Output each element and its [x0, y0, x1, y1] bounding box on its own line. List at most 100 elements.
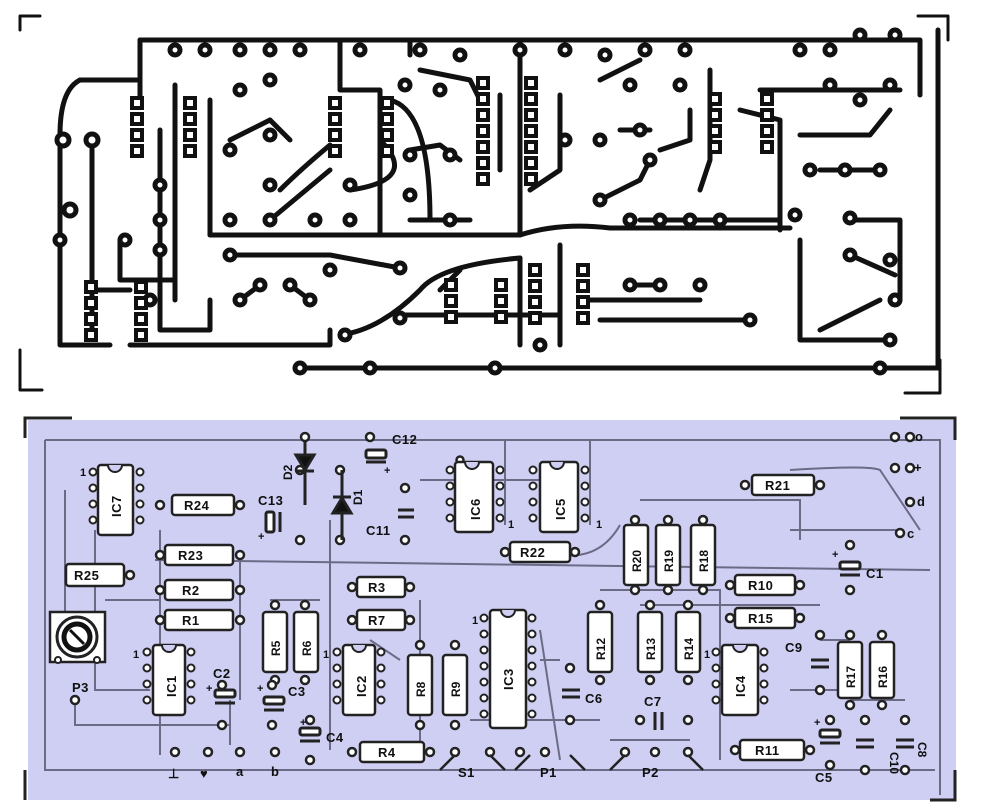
resistor-r13: [636, 610, 664, 674]
resistor-r18: [689, 523, 717, 587]
label-c9: C9: [785, 640, 803, 655]
pin1-ic4: 1: [704, 649, 710, 661]
label-r22: R22: [520, 545, 545, 560]
connector-a-label: a: [236, 764, 244, 779]
plus-c12: +: [384, 465, 390, 477]
label-r23: R23: [178, 548, 203, 563]
pin1-ic2: 1: [323, 649, 329, 661]
label-r18: R18: [697, 550, 711, 572]
label-r10: R10: [748, 578, 773, 593]
resistor-r20: [622, 523, 650, 587]
label-r12: R12: [594, 638, 608, 660]
label-c3: C3: [288, 684, 306, 699]
ic6-body: [453, 460, 495, 534]
label-ic3: IC3: [501, 668, 516, 690]
capacitor-c1: [838, 560, 862, 571]
resistor-r23: [163, 543, 235, 567]
resistor-r14: [674, 610, 702, 674]
label-ic4: IC4: [733, 675, 748, 697]
label-d1: D1: [351, 489, 365, 505]
resistor-r8: [406, 653, 434, 717]
plus-c5: +: [814, 717, 820, 729]
diode-d1: [330, 495, 354, 515]
connector-p1-label: P1: [540, 765, 557, 780]
capacitor-symbols: [213, 448, 914, 749]
resistor-bodies: [64, 473, 896, 764]
resistor-r25: [64, 562, 126, 588]
plus-c13: +: [258, 531, 264, 543]
label-c4: C4: [326, 730, 344, 745]
resistor-r7: [355, 608, 407, 632]
resistor-r10: [733, 573, 797, 597]
resistor-r17: [836, 640, 864, 700]
plus-c3: +: [257, 683, 263, 695]
plus-c4: +: [300, 717, 306, 729]
pin1-ic3: 1: [472, 615, 478, 627]
resistor-r12: [586, 610, 614, 674]
label-r13: R13: [644, 638, 658, 660]
connector-heart-label: ♥: [200, 766, 208, 781]
label-r21: R21: [765, 478, 790, 493]
label-r3: R3: [368, 580, 386, 595]
label-p3: P3: [72, 680, 89, 695]
label-ic7: IC7: [109, 495, 124, 517]
pin1-ic6: 1: [508, 519, 514, 531]
label-c12: C12: [392, 432, 417, 447]
label-r1: R1: [182, 613, 200, 628]
label-r16: R16: [876, 666, 890, 688]
label-r19: R19: [662, 550, 676, 572]
label-c11: C11: [366, 523, 391, 538]
label-r11: R11: [755, 743, 780, 758]
label-r24: R24: [184, 498, 210, 513]
label-r8: R8: [414, 681, 428, 697]
resistor-r9: [441, 653, 469, 717]
label-r4: R4: [378, 745, 396, 760]
diode-symbols: [293, 440, 354, 540]
connector-c-label: c: [907, 526, 915, 541]
ic-pin-pads: [88, 465, 769, 719]
label-ic6: IC6: [468, 498, 483, 520]
resistor-r11: [738, 738, 806, 762]
connector-p2-label: P2: [642, 765, 659, 780]
diode-d2: [293, 453, 317, 473]
label-r14: R14: [682, 638, 696, 660]
copper-ic-pads: [84, 76, 774, 342]
connector-b-label: b: [271, 764, 279, 779]
label-c10: C10: [887, 752, 901, 774]
label-ic1: IC1: [164, 675, 179, 697]
component-labels: C12 D2 D1 C13 C11 IC7 IC6 IC5 IC1 IC2 IC…: [72, 429, 929, 785]
label-r7: R7: [368, 613, 386, 628]
ic5-body: [538, 460, 580, 534]
resistor-r5: [261, 610, 289, 674]
resistor-r15: [733, 606, 797, 630]
label-r9: R9: [449, 681, 463, 697]
pin1-ic1: 1: [133, 649, 139, 661]
capacitor-c3: [262, 695, 286, 706]
plus-c1: +: [832, 549, 838, 561]
label-ic2: IC2: [354, 675, 369, 697]
resistor-r22: [508, 540, 572, 564]
connector-o-label: o: [915, 429, 923, 444]
resistor-r2: [163, 578, 235, 602]
label-r5: R5: [269, 640, 283, 656]
label-c1: C1: [866, 566, 884, 581]
label-c6: C6: [585, 691, 603, 706]
pin1-ic5: 1: [596, 519, 602, 531]
label-c5: C5: [815, 770, 833, 785]
capacitor-c4: [298, 726, 322, 737]
resistor-r6: [292, 610, 320, 674]
resistor-r3: [355, 575, 407, 599]
label-r20: R20: [630, 550, 644, 572]
copper-track-layout: [18, 14, 950, 395]
ic-bodies: [96, 460, 760, 730]
component-placement-layout: C12 D2 D1 C13 C11 IC7 IC6 IC5 IC1 IC2 IC…: [23, 416, 957, 802]
plus-c2: +: [206, 683, 212, 695]
label-ic5: IC5: [553, 498, 568, 520]
resistor-r4: [358, 740, 426, 764]
copper-pads: [52, 27, 903, 376]
resistor-r19: [654, 523, 682, 587]
connector-s1-label: S1: [458, 765, 475, 780]
connector-d-label: d: [917, 494, 925, 509]
label-r15: R15: [748, 611, 773, 626]
label-r6: R6: [300, 640, 314, 656]
